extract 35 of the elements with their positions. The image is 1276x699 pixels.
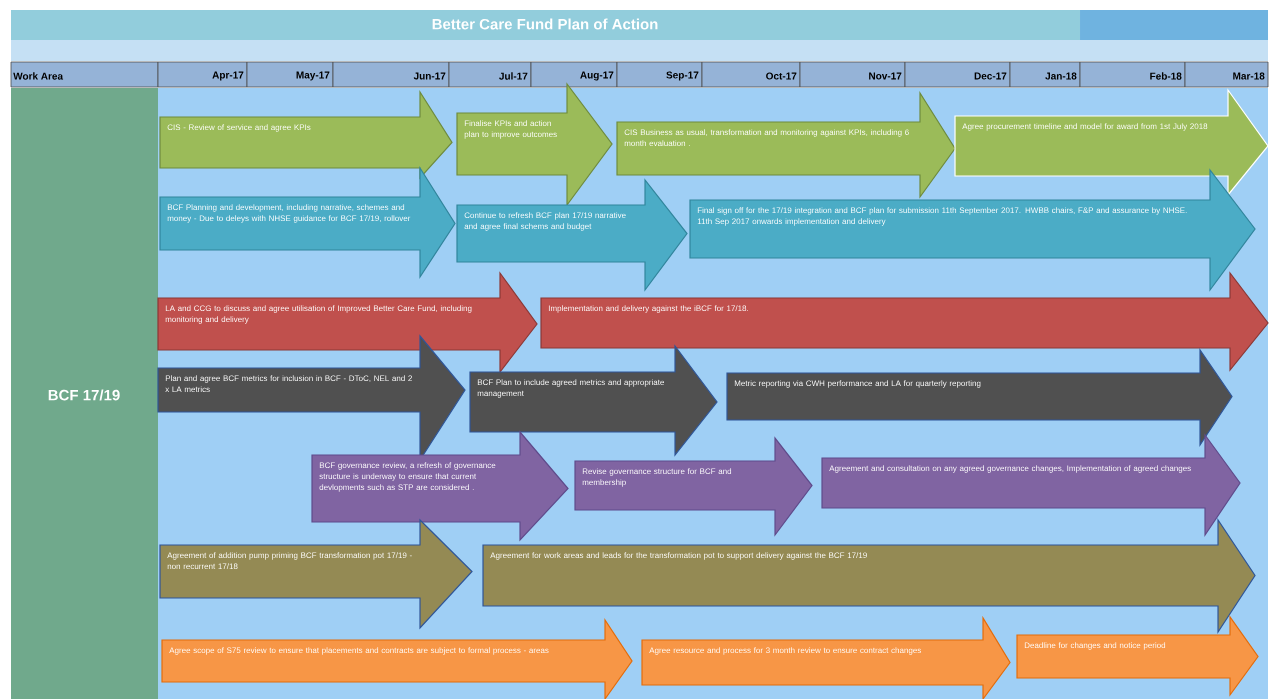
header-cell: Mar-18	[1184, 61, 1269, 88]
task-block: Revise governance structure for BCF and membership	[574, 436, 813, 537]
task-block: BCF Plan to include agreed metrics and appropriate management	[469, 344, 718, 457]
header-cell: Oct-17	[701, 61, 801, 88]
task-block: CIS - Review of service and agree KPIs	[159, 89, 453, 180]
header-cell: Jul-17	[448, 61, 532, 88]
task-block: Metric reporting via CWH performance and LA for quarterly reporting	[726, 348, 1233, 447]
task-block: Implementation and delivery against the iBCF for 17/18.	[540, 271, 1269, 372]
task-block: Deadline for changes and notice period	[1016, 615, 1259, 697]
task-block: Agree procurement timeline and model for award from 1st July 2018	[954, 88, 1269, 197]
header-cell: Sep-17	[616, 61, 703, 88]
work-area-band: BCF 17/19	[11, 88, 158, 699]
task-block: BCF governance review, a refresh of governance structure is underway to ensure that current devlopments such as STP are considered .	[311, 430, 569, 542]
header-cell: May-17	[246, 61, 334, 88]
header-cell: Work Area	[10, 61, 159, 88]
header-cell: Dec-17	[904, 61, 1011, 88]
task-block: LA and CCG to discuss and agree utilisation of Improved Better Care Fund, including monitoring and delivery	[157, 271, 538, 374]
header-cell: Feb-18	[1079, 61, 1186, 88]
task-block: Continue to refresh BCF plan 17/19 narrative and agree final schems and budget	[456, 178, 688, 292]
task-block: Agree resource and process for 3 month review to ensure contract changes	[641, 615, 1011, 699]
task-block: CIS Business as usual, transformation and monitoring against KPIs, including 6 month evaluation .	[616, 90, 956, 199]
task-block: Finalise KPIs and action plan to improve outcomes	[456, 82, 613, 207]
task-block: Agree scope of S75 review to ensure that placements and contracts are subject to formal process - areas	[161, 618, 633, 699]
header-cell: Nov-17	[799, 61, 906, 88]
header-cell: Jan-18	[1009, 61, 1081, 88]
task-block: Plan and agree BCF metrics for inclusion in BCF - DToC, NEL and 2 x LA metrics	[157, 334, 466, 463]
task-block: Agreement for work areas and leads for the transformation pot to support delivery against the BCF 17/19	[482, 518, 1256, 635]
header-cell: Aug-17	[530, 61, 618, 88]
header-cell: Jun-17	[332, 61, 450, 88]
task-block: Agreement and consultation on any agreed governance changes, Implementation of agreed changes	[821, 433, 1241, 537]
title-bar: Better Care Fund Plan of Action	[11, 10, 1268, 61]
task-block: Final sign off for the 17/19 integration and BCF plan for submission 11th September 2017. HWBB chairs, F&P and assurance by NHSE. 11th Sep 2017 onwards implementation and delivery	[689, 168, 1256, 292]
task-block: BCF Planning and development, including narrative, schemes and money - Due to deleys with NHSE guidance for BCF 17/19, rollover	[159, 165, 456, 279]
header-cell: Apr-17	[157, 61, 248, 88]
task-block: Agreement of addition pump priming BCF transformation pot 17/19 - non recurrent 17/18	[159, 518, 473, 630]
